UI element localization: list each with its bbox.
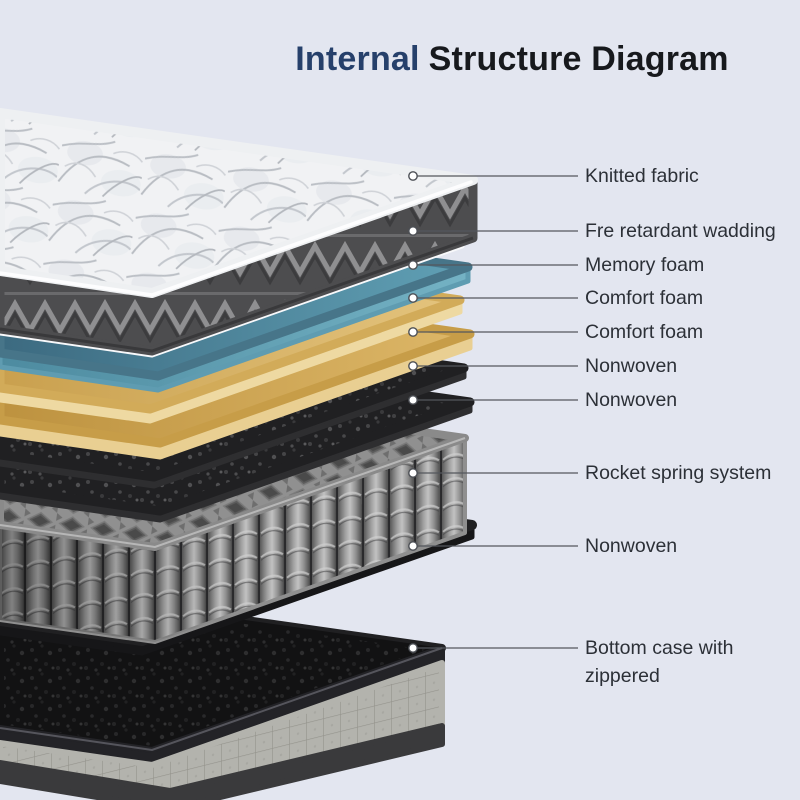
leader-dot-bottom-case — [408, 643, 418, 653]
label-nonwoven-lower: Nonwoven — [585, 535, 677, 557]
label-spring: Rocket spring system — [585, 462, 771, 484]
layer-knitted-fabric — [0, 108, 478, 356]
label-bottom-case-line2: zippered — [585, 665, 660, 687]
label-comfort-foam-upper: Comfort foam — [585, 287, 703, 309]
leader-lines — [417, 175, 578, 649]
label-knitted-fabric: Knitted fabric — [585, 165, 699, 187]
title-highlight: Internal — [295, 40, 419, 78]
label-nonwoven-middle: Nonwoven — [585, 389, 677, 411]
label-nonwoven-upper: Nonwoven — [585, 355, 677, 377]
leader-dot-nonwoven-upper — [408, 361, 418, 371]
leader-dot-knitted-fabric — [408, 171, 418, 181]
leader-dot-comfort-foam-upper — [408, 293, 418, 303]
label-wadding: Fre retardant wadding — [585, 220, 776, 242]
label-comfort-foam-lower: Comfort foam — [585, 321, 703, 343]
leader-dot-nonwoven-lower — [408, 541, 418, 551]
leader-dot-wadding — [408, 226, 418, 236]
title-rest: Structure Diagram — [429, 40, 729, 78]
label-memory-foam: Memory foam — [585, 254, 704, 276]
leader-dot-spring — [408, 468, 418, 478]
leader-dot-memory-foam — [408, 260, 418, 270]
layer-labels: Knitted fabric Fre retardant wadding Mem… — [585, 165, 776, 687]
leader-dots — [408, 171, 418, 653]
leader-dot-comfort-foam-lower — [408, 327, 418, 337]
leader-dot-nonwoven-middle — [408, 395, 418, 405]
label-bottom-case-line1: Bottom case with — [585, 637, 733, 659]
page-title: Internal Structure Diagram — [295, 40, 728, 78]
